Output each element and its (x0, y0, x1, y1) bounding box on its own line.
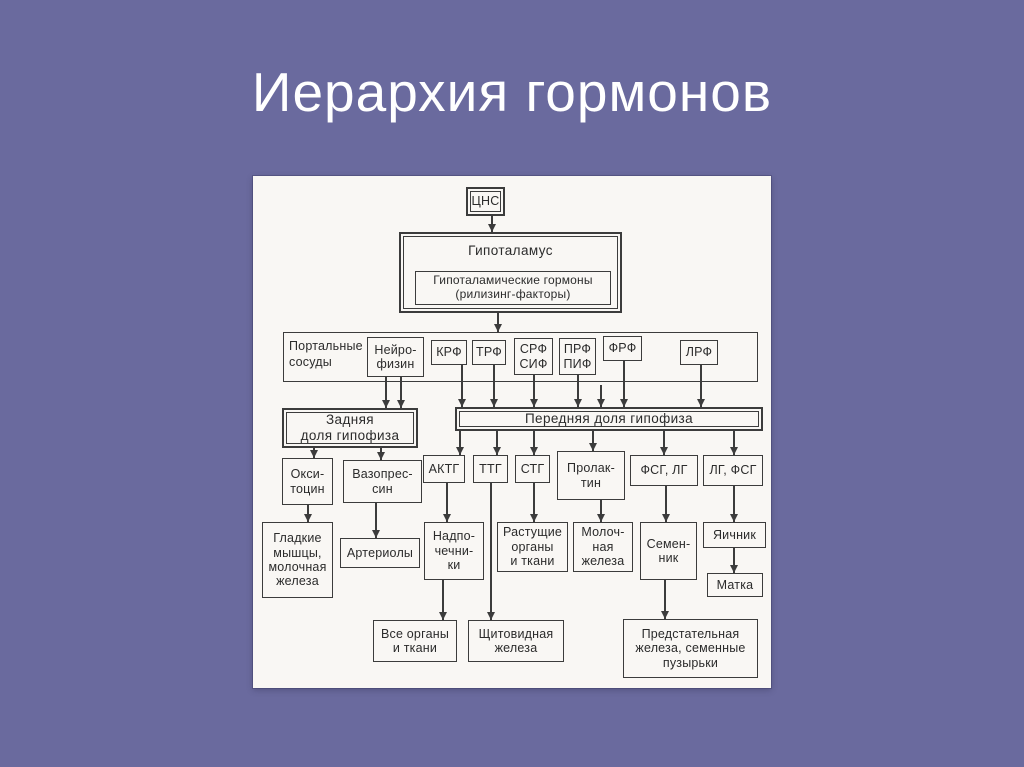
arrow-trf-anterior (490, 365, 498, 407)
node-frf: ФРФ (603, 336, 642, 361)
arrow-adrenals-all-organs (439, 580, 447, 620)
node-ovary: Яичник (703, 522, 766, 548)
node-srf-sif: СРФ СИФ (514, 338, 553, 375)
node-uterus: Матка (707, 573, 763, 597)
arrow-anterior-stg (530, 431, 538, 455)
node-neurophysin: Нейро- физин (367, 337, 424, 377)
arrow-anterior-ttg (493, 431, 501, 455)
node-prf-pif: ПРФ ПИФ (559, 338, 596, 375)
node-thyroid: Щитовидная железа (468, 620, 564, 662)
arrow-frf-anterior (620, 361, 628, 407)
node-fsg-lg: ФСГ, ЛГ (630, 455, 698, 486)
node-vasopressin: Вазопрес- син (343, 460, 422, 503)
arrow-lg-fsg-ovary (730, 486, 738, 522)
arrow-oxytocin-smooth-muscles (304, 505, 312, 522)
node-smooth-muscles: Гладкие мышцы, молочная железа (262, 522, 333, 598)
node-hypothalamic-hormones: Гипоталамические гормоны (рилизинг-факто… (415, 271, 611, 305)
node-posterior-pituitary: Задняя доля гипофиза (282, 408, 418, 448)
node-prolactin: Пролак- тин (557, 451, 625, 500)
node-lrf: ЛРФ (680, 340, 718, 365)
arrow-cns-hypothalamus (488, 216, 496, 232)
hypothalamus-label: Гипоталамус (468, 243, 553, 258)
node-mammary-gland: Молоч- ная железа (573, 522, 633, 572)
node-lg-fsg: ЛГ, ФСГ (703, 455, 763, 486)
arrow-hypothalamus-portal (494, 313, 502, 332)
arrow-posterior-oxytocin (310, 448, 318, 458)
arrow-anterior-fsg-lg (660, 431, 668, 455)
arrow-posterior-vasopressin (377, 448, 385, 460)
node-cns: ЦНС (466, 187, 505, 216)
arrow-portal-anterior (597, 385, 605, 407)
node-all-organs: Все органы и ткани (373, 620, 457, 662)
node-ttg: ТТГ (473, 455, 508, 483)
arrow-prf-pif-anterior (574, 375, 582, 407)
node-arterioles: Артериолы (340, 538, 420, 568)
arrow-fsg-lg-testis (662, 486, 670, 522)
arrow-lrf-anterior (697, 365, 705, 407)
arrow-krf-anterior (458, 365, 466, 407)
arrow-anterior-acth (456, 431, 464, 455)
arrow-anterior-prolactin (589, 431, 597, 451)
arrow-ttg-thyroid (487, 483, 495, 620)
arrow-stg-growing-organs (530, 483, 538, 522)
arrow-prolactin-mammary (597, 500, 605, 522)
arrow-neurophysin-posterior-1 (382, 377, 390, 408)
diagram-panel: ЦНС Гипоталамус Гипоталамические гормоны… (253, 176, 771, 688)
node-growing-organs: Растущие органы и ткани (497, 522, 568, 572)
arrow-testis-prostate (661, 580, 669, 619)
node-oxytocin: Окси- тоцин (282, 458, 333, 505)
node-acth: АКТГ (423, 455, 465, 483)
node-hypothalamus: Гипоталамус (399, 232, 622, 313)
node-trf: ТРФ (472, 340, 506, 365)
slide-title: Иерархия гормонов (251, 61, 773, 123)
node-prostate: Предстательная железа, семенные пузырьки (623, 619, 758, 678)
arrow-anterior-lg-fsg (730, 431, 738, 455)
arrow-acth-adrenals (443, 483, 451, 522)
arrow-ovary-uterus (730, 548, 738, 573)
arrow-vasopressin-arterioles (372, 503, 380, 538)
node-krf: КРФ (431, 340, 467, 365)
node-stg: СТГ (515, 455, 550, 483)
node-testis: Семен- ник (640, 522, 697, 580)
node-adrenals: Надпо- чечни- ки (424, 522, 484, 580)
node-portal-vessels (283, 332, 758, 382)
arrow-neurophysin-posterior-2 (397, 377, 405, 408)
portal-vessels-label: Портальные сосуды (289, 339, 363, 370)
arrow-srf-sif-anterior (530, 375, 538, 407)
node-anterior-pituitary: Передняя доля гипофиза (455, 407, 763, 431)
